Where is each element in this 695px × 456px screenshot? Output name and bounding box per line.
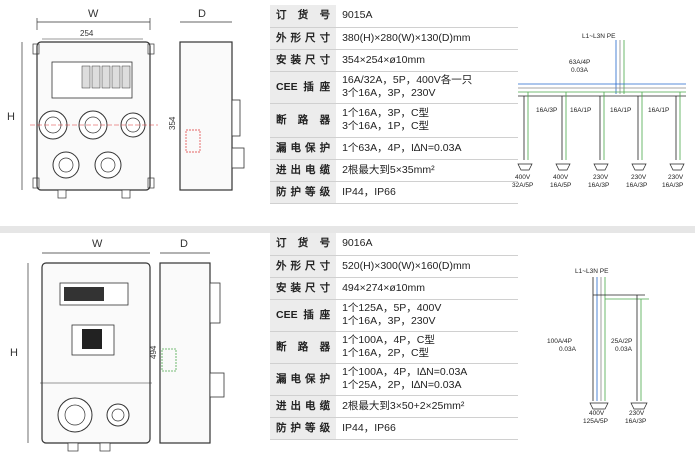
spec-value: IP44，IP66	[342, 421, 396, 434]
spec-key: 断 路 器	[270, 103, 337, 137]
spec-key: 漏电保护	[270, 137, 337, 159]
depth-label: D	[198, 8, 206, 20]
spec-key: CEE插座	[270, 71, 337, 103]
enclosure-drawing-9016a: W H D 494	[10, 238, 225, 452]
section-divider	[0, 226, 695, 233]
spec-value: IP44，IP66	[342, 185, 396, 198]
outlet-voltage: 400V	[589, 410, 605, 417]
spec-key: 防护等级	[270, 181, 337, 203]
spec-value: 1个25A，2P，I∆N=0.03A	[342, 379, 462, 391]
spec-key: 外形尺寸	[270, 27, 337, 49]
rcd-rating: 100A/4P	[547, 338, 572, 345]
mount-width-dim: 254	[80, 29, 94, 38]
spec-value: 1个16A，3P，230V	[342, 315, 436, 327]
rcd-rating: 63A/4P	[569, 59, 590, 66]
spec-key: 漏电保护	[270, 363, 337, 395]
outlet-rating: 16A/3P	[625, 418, 646, 425]
spec-value: 3个16A，1P，C型	[342, 120, 430, 132]
rcd-sensitivity: 0.03A	[615, 346, 633, 353]
outlet-rating: 16A/3P	[588, 182, 609, 189]
outlet-rating: 16A/5P	[550, 182, 571, 189]
product-9015a: W 254 H	[0, 0, 695, 226]
spec-value: 1个63A，4P，I∆N=0.03A	[342, 141, 462, 154]
spec-value: 1个16A，3P，C型	[342, 107, 430, 119]
depth-label: D	[180, 238, 188, 250]
spec-value: 16A/32A，5P，400V各一只	[342, 74, 473, 86]
outlet-voltage: 400V	[515, 174, 531, 181]
supply-label: L1~L3N PE	[575, 268, 609, 275]
spec-value: 354×254×ø10mm	[342, 53, 425, 66]
outlet-voltage: 230V	[631, 174, 647, 181]
mount-height-dim: 354	[168, 116, 177, 130]
spec-value: 1个100A，4P，I∆N=0.03A	[342, 366, 468, 378]
spec-value: 1个100A，4P，C型	[342, 334, 435, 346]
mount-height-dim: 494	[149, 345, 158, 359]
spec-value: 380(H)×280(W)×130(D)mm	[342, 31, 471, 44]
breaker-label: 16A/1P	[610, 107, 631, 114]
spec-value: 1个16A，2P，C型	[342, 347, 430, 359]
rcd-rating: 25A/2P	[611, 338, 632, 345]
spec-key: 进出电缆	[270, 159, 337, 181]
spec-key: 安装尺寸	[270, 277, 337, 299]
spec-key: 安装尺寸	[270, 49, 337, 71]
breaker-label: 16A/1P	[648, 107, 669, 114]
spec-key: 订 货 号	[270, 5, 337, 27]
spec-value: 2根最大到3×50+2×25mm²	[342, 399, 465, 412]
height-label: H	[10, 347, 18, 359]
outlet-rating: 16A/3P	[626, 182, 647, 189]
outlet-rating: 16A/3P	[662, 182, 683, 189]
spec-table-9015a: 订 货 号 9015A 外形尺寸 380(H)×280(W)×130(D)mm 安装…	[270, 5, 518, 204]
spec-value: 520(H)×300(W)×160(D)mm	[342, 259, 471, 272]
spec-value: 9015A	[342, 9, 373, 22]
spec-value: 9016A	[342, 237, 373, 250]
rcd-sensitivity: 0.03A	[559, 346, 577, 353]
enclosure-drawing-9015a: W 254 H	[7, 8, 245, 199]
spec-key: 进出电缆	[270, 395, 337, 417]
outlet-rating: 125A/5P	[583, 418, 608, 425]
spec-key: 外形尺寸	[270, 255, 337, 277]
spec-key: 防护等级	[270, 417, 337, 439]
spec-table-9016a: 订 货 号 9016A 外形尺寸 520(H)×300(W)×160(D)mm 安装…	[270, 233, 518, 440]
spec-key: CEE插座	[270, 299, 337, 331]
supply-label: L1~L3N PE	[582, 33, 616, 40]
breaker-label: 16A/3P	[536, 107, 557, 114]
spec-key: 断 路 器	[270, 331, 337, 363]
outlet-rating: 32A/5P	[512, 182, 533, 189]
width-label: W	[92, 238, 103, 250]
height-label: H	[7, 111, 15, 123]
outlet-voltage: 230V	[629, 410, 645, 417]
outlet-voltage: 230V	[593, 174, 609, 181]
spec-value: 2根最大到5×35mm²	[342, 163, 435, 176]
breaker-label: 16A/1P	[570, 107, 591, 114]
spec-value: 1个125A，5P，400V	[342, 302, 442, 314]
outlet-voltage: 400V	[553, 174, 569, 181]
spec-value: 494×274×ø10mm	[342, 281, 425, 294]
product-9016a: W H D 494 订 货 号 9016A 外形尺寸 520(H)×300(W)×1…	[0, 233, 695, 456]
width-label: W	[88, 8, 99, 20]
spec-key: 订 货 号	[270, 233, 337, 255]
spec-value: 3个16A，3P，230V	[342, 87, 436, 99]
wiring-diagram-9015a: L1~L3N PE 63A/4P 0.03A 16A/3P 16A/1P 16A…	[512, 33, 686, 189]
outlet-voltage: 230V	[668, 174, 684, 181]
wiring-diagram-9016a: L1~L3N PE 100A/4P 0.03A 25A/2P 0.03A 400…	[547, 268, 649, 425]
rcd-sensitivity: 0.03A	[571, 67, 589, 74]
